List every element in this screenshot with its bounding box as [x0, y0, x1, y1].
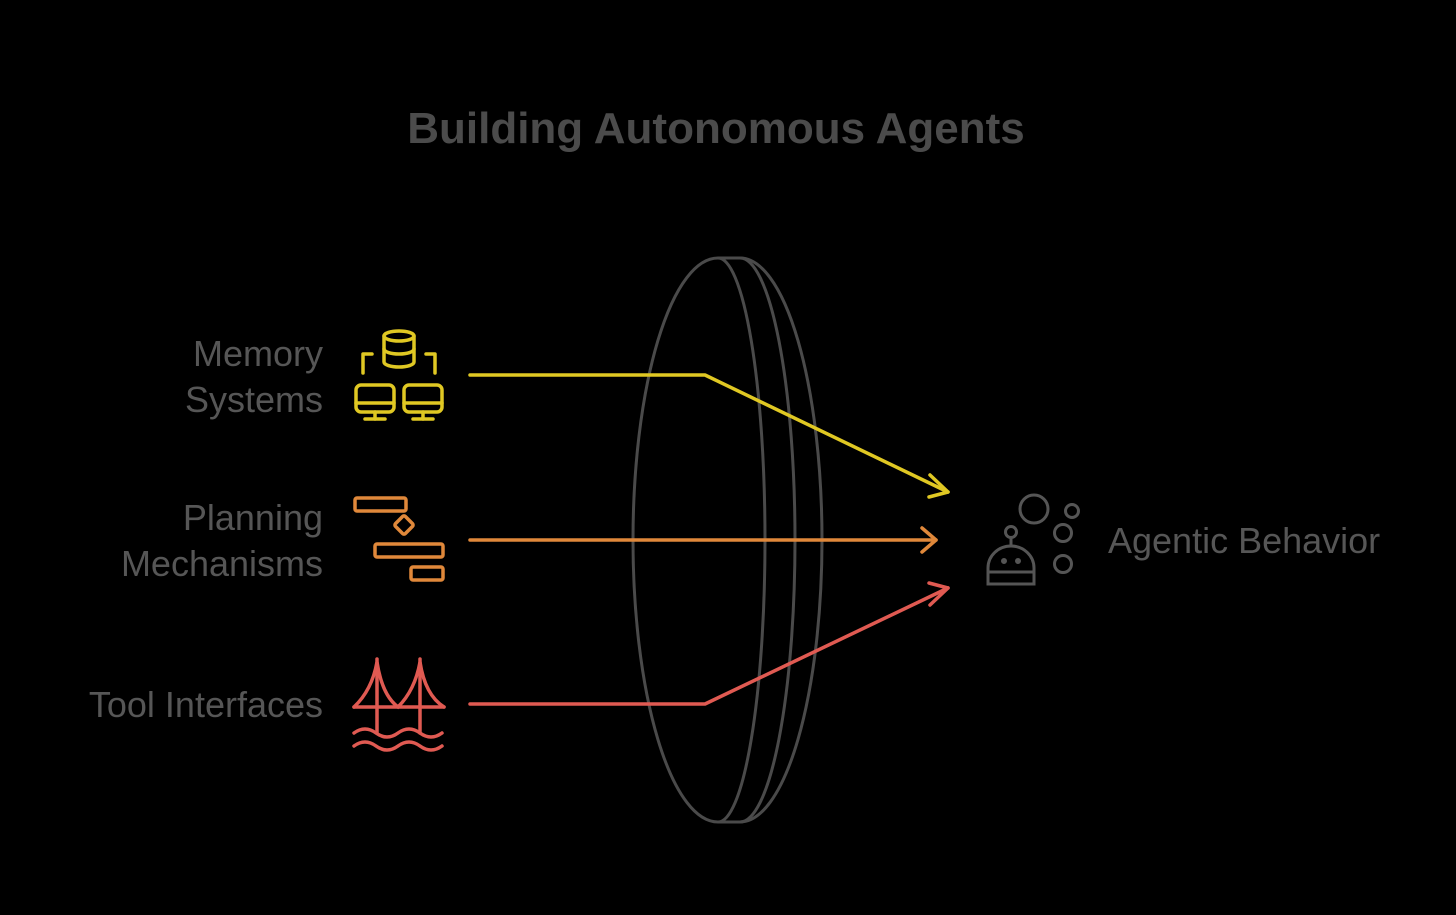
agentic-behavior-label: Agentic Behavior	[1108, 520, 1380, 561]
planning-arrow	[468, 526, 938, 554]
memory-label-line2: Systems	[185, 379, 323, 420]
database-network-icon	[354, 329, 444, 421]
tool-label: Tool Interfaces	[89, 684, 323, 725]
robot-bubbles-icon	[986, 493, 1080, 586]
planning-label-line2: Mechanisms	[121, 543, 323, 584]
gantt-flow-icon	[353, 496, 445, 582]
tool-arrow	[468, 581, 950, 706]
diagram-title: Building Autonomous Agents	[407, 104, 1025, 153]
planning-label-line1: Planning	[183, 497, 323, 538]
bridge-icon	[352, 657, 446, 752]
memory-label-line1: Memory	[193, 333, 323, 374]
memory-arrow	[468, 373, 950, 499]
